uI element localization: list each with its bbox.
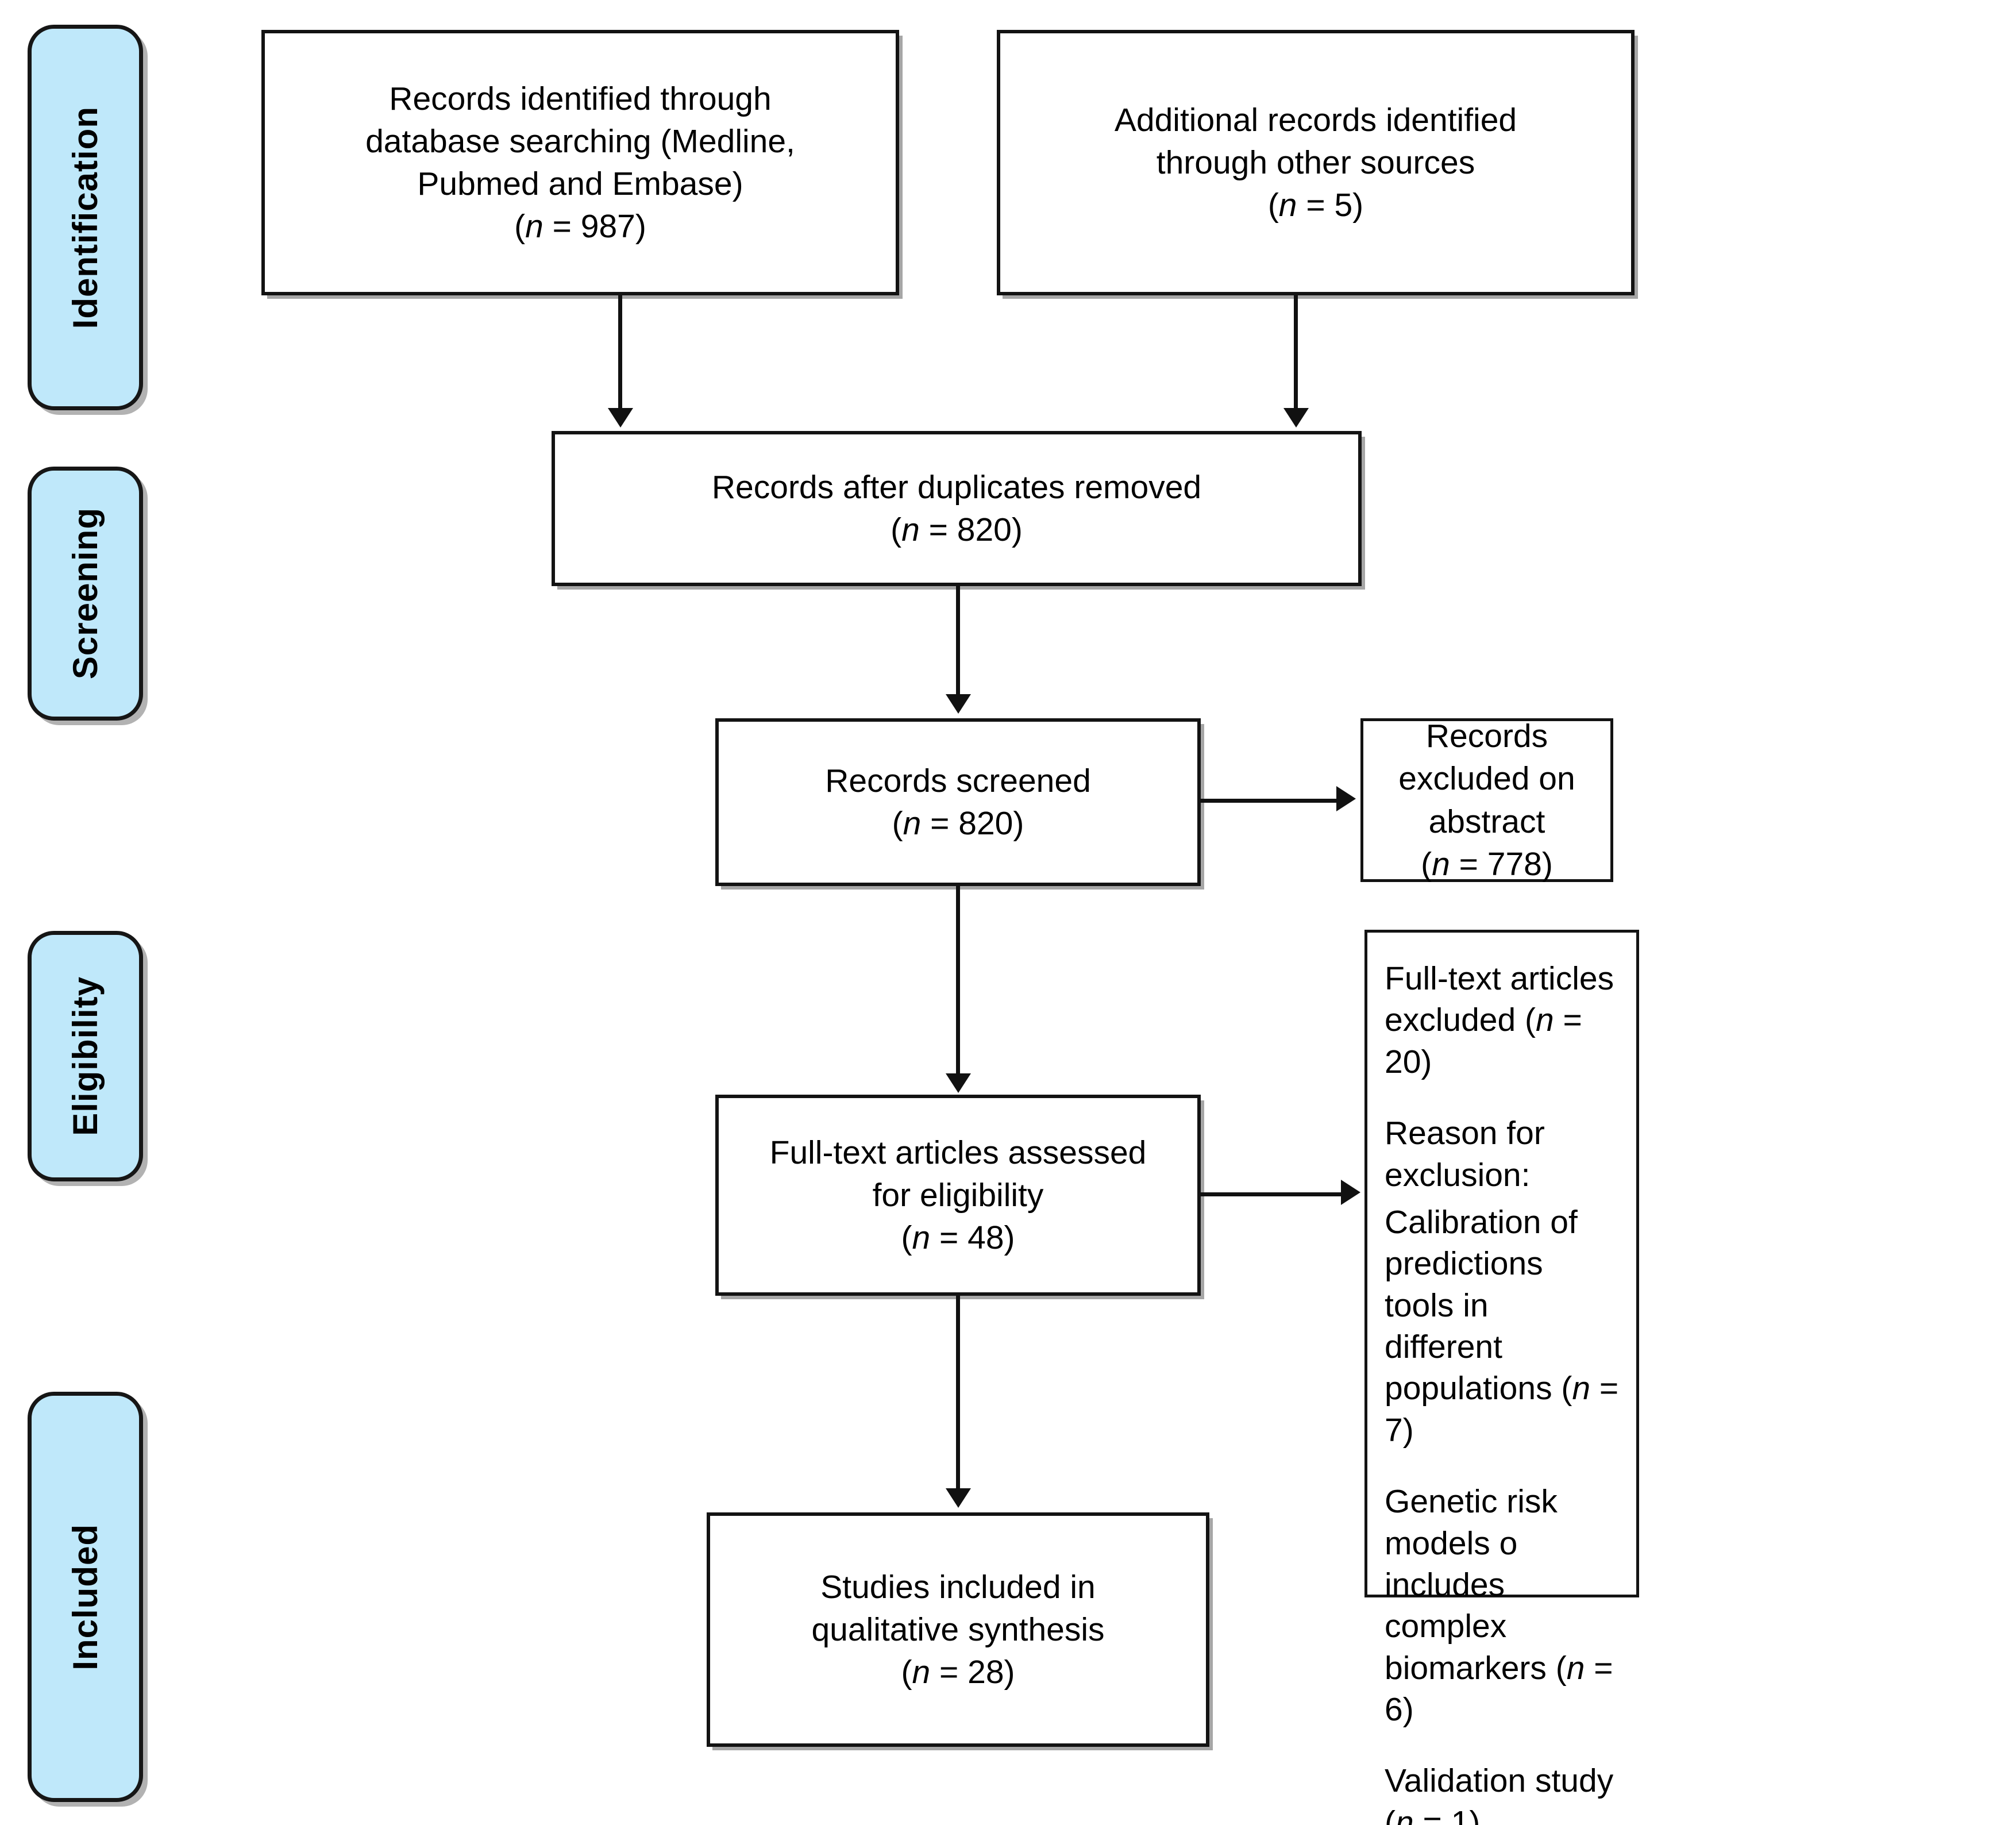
arrowhead-screened-to-excluded xyxy=(1336,786,1356,811)
connector-screened-to-fulltext xyxy=(956,886,960,1076)
exclusion-reason-header: Reason for exclusion: xyxy=(1385,1115,1545,1193)
exclusion-reason-validation-study: Validation study (n = 1) xyxy=(1385,1762,1614,1825)
arrowhead-duplicates-to-screened xyxy=(946,694,971,714)
box-records-excluded-abstract: Records excluded on abstract(n = 778) xyxy=(1360,718,1613,883)
box-fulltext-excluded-reasons: Full-text articles excluded (n = 20) Rea… xyxy=(1364,930,1639,1825)
phase-label-identification: Identification xyxy=(65,106,105,329)
arrowhead-fulltext-to-included xyxy=(946,1488,971,1508)
connector-screened-to-excluded xyxy=(1201,799,1339,803)
connector-fulltext-to-exclusions xyxy=(1201,1192,1343,1196)
box-records-excluded-abstract-text: Records excluded on abstract(n = 778) xyxy=(1398,718,1575,883)
arrowhead-identified-to-duplicates xyxy=(608,408,633,428)
arrowhead-additional-to-duplicates xyxy=(1283,408,1309,428)
phase-label-eligibility: Eligibility xyxy=(65,976,105,1136)
phase-pill-screening: Screening xyxy=(28,467,143,721)
box-after-duplicates-text: Records after duplicates removed(n = 820… xyxy=(711,468,1202,548)
box-after-duplicates: Records after duplicates removed(n = 820… xyxy=(552,431,1362,586)
arrowhead-screened-to-fulltext xyxy=(946,1073,971,1093)
box-records-screened: Records screened(n = 820) xyxy=(715,718,1201,886)
exclusion-heading: Full-text articles excluded (n = 20) xyxy=(1385,960,1614,1080)
arrowhead-fulltext-to-exclusions xyxy=(1341,1180,1360,1205)
connector-fulltext-to-included xyxy=(956,1296,960,1491)
box-records-screened-text: Records screened(n = 820) xyxy=(825,762,1091,842)
connector-duplicates-to-screened xyxy=(956,586,960,696)
phase-label-screening: Screening xyxy=(65,507,105,680)
connector-additional-to-duplicates xyxy=(1294,295,1298,410)
phase-pill-eligibility: Eligibility xyxy=(28,931,143,1181)
connector-identified-to-duplicates xyxy=(618,295,622,410)
exclusion-reason-list: Full-text articles excluded (n = 20) Rea… xyxy=(1385,958,1619,1825)
phase-pill-identification: Identification xyxy=(28,25,143,410)
phase-pill-included: Included xyxy=(28,1392,143,1802)
phase-label-included: Included xyxy=(65,1523,105,1670)
